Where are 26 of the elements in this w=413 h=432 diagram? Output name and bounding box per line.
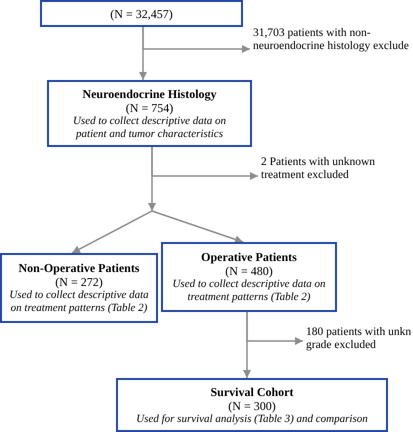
patient-count: (N = 754): [126, 100, 174, 114]
patient-count: (N = 32,457): [110, 6, 173, 20]
process-box: [47, 80, 252, 147]
box-description: Used to collect descriptive data on treatment patterns (Table 2): [8, 289, 150, 315]
patient-count: (N = 300): [228, 398, 276, 412]
exclusion-note: 180 patients with unkn grade excluded: [303, 326, 413, 356]
box-description: Used for survival analysis (Table 3) and comparison: [136, 412, 368, 426]
exclusion-note: 31,703 patients with non-neuroendocrine histology exclude: [250, 27, 413, 57]
exclusion-arrow: [142, 27, 250, 53]
process-box: [161, 242, 337, 312]
box-title: Operative Patients: [201, 250, 297, 264]
box-description: Used to collect descriptive data on treatment patterns (Table 2): [171, 278, 327, 304]
exclusion-note: 2 Patients with unknown treatment excluded: [258, 156, 400, 186]
process-box: [116, 378, 388, 432]
arrow: [148, 147, 156, 211]
arrow: [72, 210, 152, 254]
box-title: Survival Cohort: [210, 384, 294, 398]
process-box: [40, 0, 243, 27]
process-box: [0, 253, 158, 323]
box-description: Used to collect descriptive data on patient and tumor characteristics: [72, 114, 228, 140]
box-title: Non-Operative Patients: [18, 261, 140, 275]
arrow: [152, 210, 244, 244]
patient-count: (N = 272): [55, 275, 103, 289]
arrow: [243, 312, 251, 378]
box-title: Neuroendocrine Histology: [82, 86, 217, 100]
patient-count: (N = 480): [225, 264, 273, 278]
